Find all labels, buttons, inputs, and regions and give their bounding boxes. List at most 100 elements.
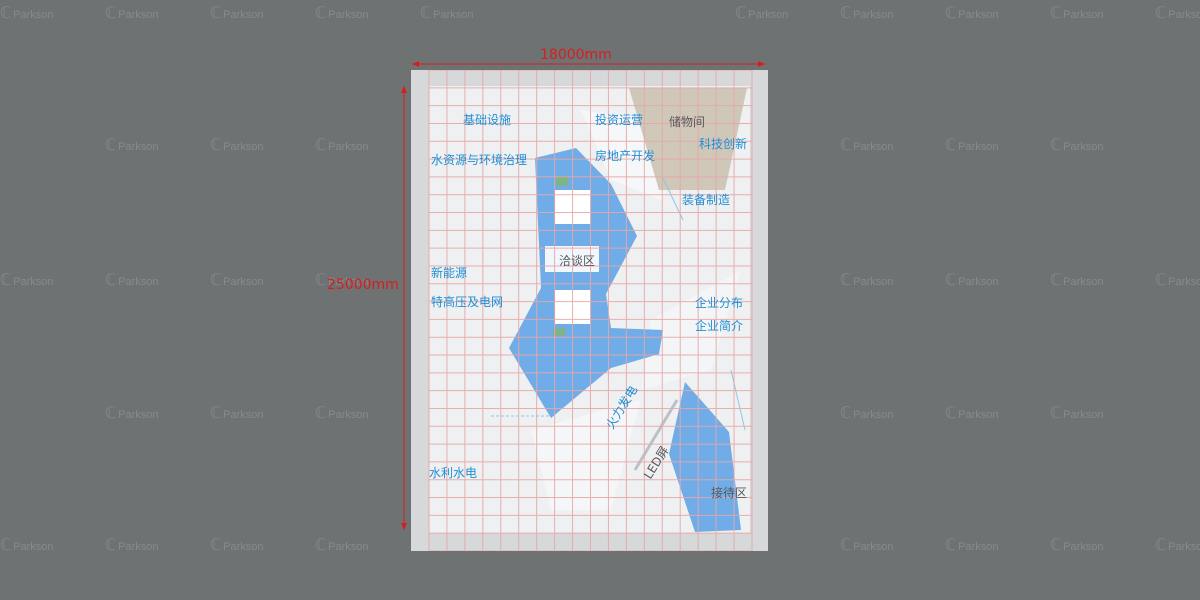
watermark-swoosh-icon: ℂ xyxy=(1050,272,1062,289)
watermark-brand: Parkson xyxy=(958,409,999,421)
watermark-swoosh-icon: ℂ xyxy=(945,537,957,554)
watermark-brand: Parkson xyxy=(328,276,369,288)
watermark-brand: Parkson xyxy=(1168,541,1200,553)
watermark-swoosh-icon: ℂ xyxy=(1050,405,1062,422)
watermark-swoosh-icon: ℂ xyxy=(945,5,957,22)
label-negotiation: 洽谈区 xyxy=(559,254,596,268)
display-zone-central xyxy=(509,148,663,418)
watermark-swoosh-icon: ℂ xyxy=(840,405,852,422)
watermark-brand: Parkson xyxy=(223,276,264,288)
label-enterprise-distribution: 企业分布 xyxy=(695,296,744,310)
watermark-brand: Parkson xyxy=(118,141,159,153)
watermark-swoosh-icon: ℂ xyxy=(105,137,117,154)
watermark-swoosh-icon: ℂ xyxy=(210,537,222,554)
booth-floor-plan: 基础设施 投资运营 储物间 科技创新 水资源与环境治理 房地产开发 装备制造 洽… xyxy=(411,70,768,551)
watermark-swoosh-icon: ℂ xyxy=(315,537,327,554)
watermark-brand: Parkson xyxy=(1168,276,1200,288)
measurement-grid xyxy=(428,70,753,551)
watermark-brand: Parkson xyxy=(1063,541,1104,553)
floor-plan-drawing xyxy=(411,70,768,551)
watermark-swoosh-icon: ℂ xyxy=(1155,272,1167,289)
watermark-swoosh-icon: ℂ xyxy=(210,272,222,289)
watermark-brand: Parkson xyxy=(1063,9,1104,21)
watermark-swoosh-icon: ℂ xyxy=(840,137,852,154)
watermark-swoosh-icon: ℂ xyxy=(105,405,117,422)
watermark-swoosh-icon: ℂ xyxy=(210,5,222,22)
watermark-swoosh-icon: ℂ xyxy=(105,5,117,22)
watermark-swoosh-icon: ℂ xyxy=(105,537,117,554)
label-investment: 投资运营 xyxy=(595,113,644,127)
label-infrastructure: 基础设施 xyxy=(463,113,512,127)
watermark-swoosh-icon: ℂ xyxy=(105,272,117,289)
watermark-swoosh-icon: ℂ xyxy=(1155,5,1167,22)
label-uhv-grid: 特高压及电网 xyxy=(431,295,504,309)
display-zone-reception xyxy=(669,382,741,532)
watermark-brand: Parkson xyxy=(223,141,264,153)
watermark-brand: Parkson xyxy=(853,409,894,421)
storage-room xyxy=(629,88,747,190)
watermark-brand: Parkson xyxy=(118,541,159,553)
watermark-brand: Parkson xyxy=(958,141,999,153)
watermark-brand: Parkson xyxy=(433,9,474,21)
watermark-brand: Parkson xyxy=(328,409,369,421)
watermark-brand: Parkson xyxy=(328,141,369,153)
label-hydropower: 水利水电 xyxy=(429,466,478,480)
height-dimension-label: 25000mm xyxy=(327,277,399,293)
watermark-swoosh-icon: ℂ xyxy=(840,5,852,22)
label-water-environment: 水资源与环境治理 xyxy=(431,153,528,167)
watermark-swoosh-icon: ℂ xyxy=(945,272,957,289)
watermark-swoosh-icon: ℂ xyxy=(315,405,327,422)
watermark-swoosh-icon: ℂ xyxy=(315,137,327,154)
watermark-swoosh-icon: ℂ xyxy=(1050,5,1062,22)
watermark-brand: Parkson xyxy=(118,9,159,21)
watermark-brand: Parkson xyxy=(223,9,264,21)
watermark-swoosh-icon: ℂ xyxy=(1155,537,1167,554)
watermark-swoosh-icon: ℂ xyxy=(840,537,852,554)
watermark-brand: Parkson xyxy=(118,276,159,288)
watermark-brand: Parkson xyxy=(1063,409,1104,421)
watermark-brand: Parkson xyxy=(853,541,894,553)
watermark-brand: Parkson xyxy=(1063,276,1104,288)
watermark-brand: Parkson xyxy=(1168,9,1200,21)
watermark-swoosh-icon: ℂ xyxy=(315,5,327,22)
plant-1 xyxy=(556,176,568,186)
watermark-brand: Parkson xyxy=(853,9,894,21)
plant-2 xyxy=(553,328,565,336)
watermark-swoosh-icon: ℂ xyxy=(0,5,12,22)
watermark-swoosh-icon: ℂ xyxy=(210,137,222,154)
watermark-swoosh-icon: ℂ xyxy=(210,405,222,422)
watermark-swoosh-icon: ℂ xyxy=(0,272,12,289)
watermark-brand: Parkson xyxy=(958,276,999,288)
watermark-swoosh-icon: ℂ xyxy=(735,5,747,22)
watermark-swoosh-icon: ℂ xyxy=(0,537,12,554)
watermark-brand: Parkson xyxy=(118,409,159,421)
